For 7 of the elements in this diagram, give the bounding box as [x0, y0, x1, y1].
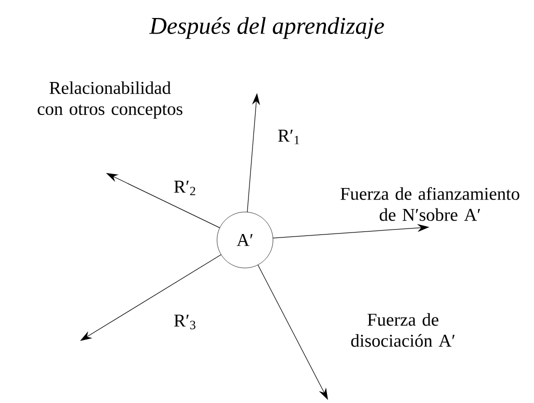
edge-label: Fuerza de disociación A′	[351, 313, 455, 347]
label: Relacionabilidad con otros conceptos	[38, 81, 182, 119]
edge-label: R′$_{1}$	[278, 130, 300, 144]
title: Después del aprendizaje	[149, 17, 384, 39]
node-label: Fuerza de afianzamiento de N′sobre A′	[340, 187, 520, 221]
edge-label: R′$_{2}$	[174, 180, 196, 196]
edge-label: R′$_{3}$	[174, 314, 196, 330]
